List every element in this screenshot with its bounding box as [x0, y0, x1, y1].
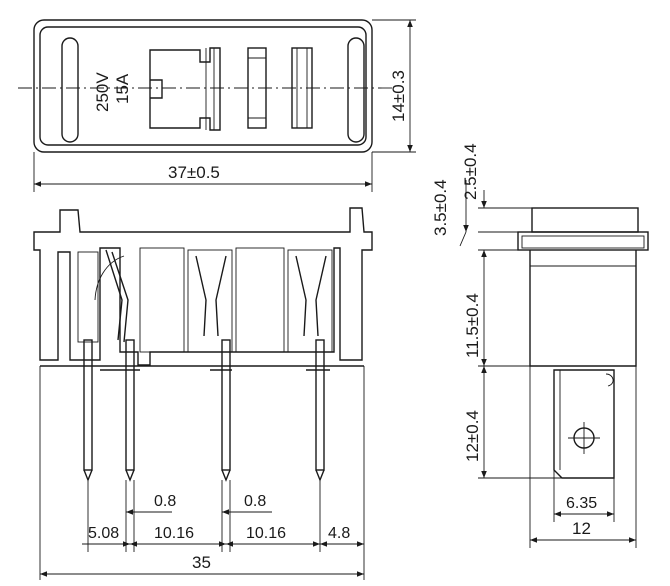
- right-slot: [347, 37, 365, 143]
- current-label: 15A: [113, 73, 132, 104]
- ground-notch: [150, 79, 163, 99]
- pitch-edge-left-label: 5.08: [88, 525, 119, 542]
- dim-d-label: 12±0.4: [463, 410, 482, 462]
- dim-b-label: 2.5±0.4: [461, 143, 480, 200]
- left-slot: [61, 37, 79, 143]
- top-view-inner-body: [39, 26, 367, 146]
- pin-3: [221, 339, 231, 482]
- side-top-cap: [531, 207, 639, 233]
- pin-width-a-label: 0.8: [154, 493, 176, 510]
- overall-dim-label: 35: [192, 553, 211, 572]
- side-blade: [553, 369, 615, 479]
- side-body: [529, 250, 637, 367]
- pitch-1-label: 10.16: [154, 525, 194, 542]
- dim-a-label: 3.5±0.4: [431, 179, 450, 236]
- pin-width-b-label: 0.8: [244, 493, 266, 510]
- side-flange: [517, 231, 649, 251]
- width-dim-label: 37±0.5: [168, 163, 220, 182]
- voltage-label: 250V: [93, 72, 112, 112]
- ground-opening: [149, 47, 221, 131]
- pin-2: [125, 339, 135, 482]
- height-dim-label: 14±0.3: [389, 70, 408, 122]
- top-view-outer-body: [33, 19, 373, 153]
- pin-1: [83, 339, 93, 482]
- housing-section: [33, 207, 373, 366]
- dim-c-label: 11.5±0.4: [463, 293, 482, 358]
- front-view: 0.8 0.8 5.08 10.16 10.16 4.8 35: [33, 207, 373, 580]
- side-view: 3.5±0.4 2.5±0.4 11.5±0.4 12±0.4 6.35 12: [431, 143, 649, 548]
- dim-f-label: 12: [572, 519, 591, 538]
- dim-e-label: 6.35: [566, 495, 597, 512]
- pitch-2-label: 10.16: [246, 525, 286, 542]
- top-view: 250V 15A 37±0.5 14±0.3: [18, 19, 416, 192]
- pin-4: [315, 339, 325, 482]
- pitch-edge-right-label: 4.8: [328, 525, 350, 542]
